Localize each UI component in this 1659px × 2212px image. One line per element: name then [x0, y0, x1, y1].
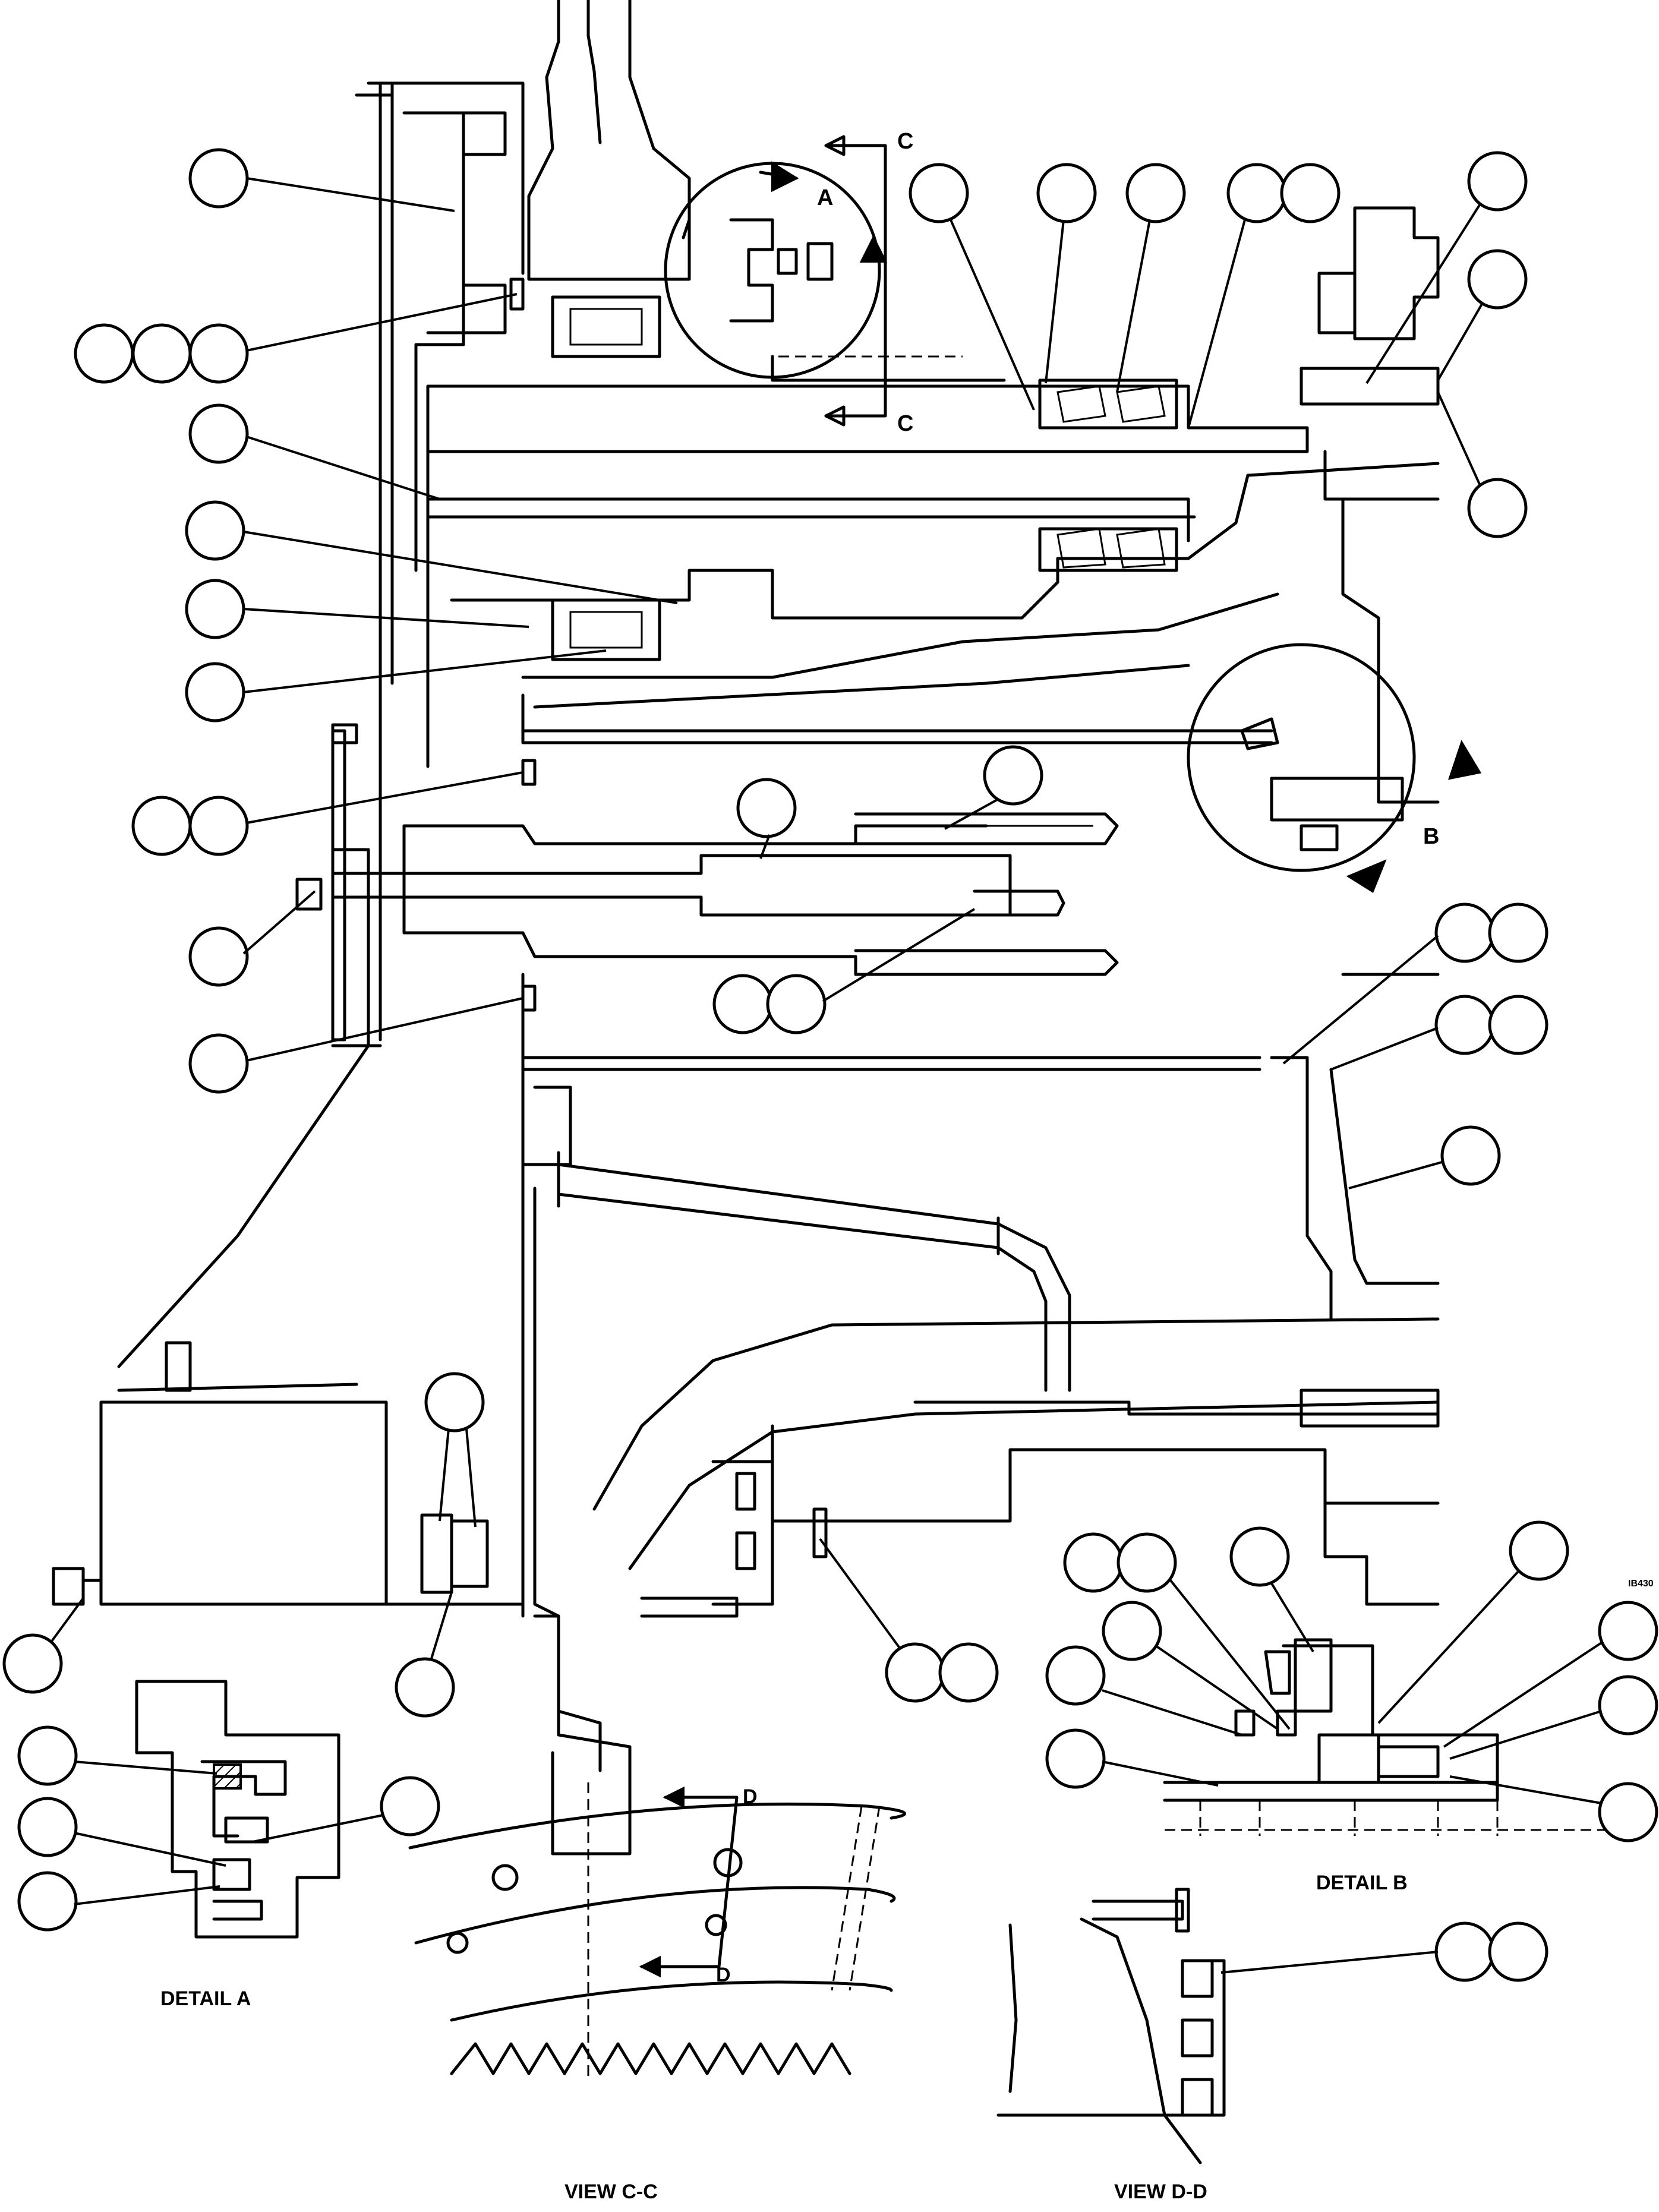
callout-bubble — [188, 403, 249, 464]
callout-bubble — [1125, 163, 1186, 223]
callout-bubble — [188, 796, 249, 856]
callout-bubble — [1598, 1601, 1658, 1661]
detail-b-marker-label: B — [1423, 824, 1439, 849]
callout-bubble — [1226, 163, 1287, 223]
callout-bubble — [938, 1642, 999, 1703]
callout-bubble — [1509, 1520, 1569, 1581]
callout-bubble — [131, 323, 192, 384]
callout-bubble — [188, 148, 249, 209]
callout-bubble — [1467, 249, 1528, 310]
callout-bubble — [395, 1657, 455, 1718]
view-dd-caption: VIEW D-D — [1114, 2181, 1207, 2203]
callout-bubble — [766, 974, 827, 1034]
callout-bubble — [1488, 903, 1548, 963]
section-c-bottom-label: C — [897, 411, 913, 436]
view-d-d: VIEW D-D — [996, 1888, 1548, 2203]
main-section — [52, 0, 1440, 1856]
callout-bubble — [1229, 1526, 1290, 1587]
drawing-code: IB430 — [1628, 1579, 1654, 1589]
section-d-top-label: D — [743, 1785, 758, 1808]
callout-bubble — [188, 323, 249, 384]
detail-b-caption: DETAIL B — [1316, 1872, 1408, 1894]
detail-a-marker-label: A — [817, 185, 833, 210]
callout-bubble — [1434, 995, 1495, 1055]
callout-bubble — [1488, 1921, 1548, 1982]
callout-bubble — [1063, 1532, 1124, 1593]
callout-bubble — [1434, 903, 1495, 963]
callout-bubble — [1116, 1532, 1177, 1593]
callout-bubble — [1036, 163, 1097, 223]
callout-bubble — [424, 1372, 485, 1432]
detail-a: DETAIL A — [17, 1680, 440, 2010]
callout-bubble — [380, 1776, 440, 1837]
seal-hatched — [213, 1763, 242, 1790]
callout-bubble — [1434, 1921, 1495, 1982]
callout-bubble — [885, 1642, 945, 1703]
callout-bubble — [1467, 478, 1528, 538]
callout-bubble — [17, 1725, 78, 1786]
callout-bubble — [909, 163, 969, 223]
callout-bubble — [188, 1033, 249, 1094]
callout-bubble — [185, 662, 245, 722]
callout-bubble — [1045, 1645, 1106, 1706]
tapered-bearing-top — [1038, 378, 1178, 430]
callout-bubble — [17, 1797, 78, 1857]
callout-bubble — [131, 796, 192, 856]
callout-bubble — [712, 974, 773, 1034]
callout-bubble — [736, 778, 797, 838]
section-arrow-c: C C A — [759, 129, 913, 436]
callout-bubble — [1488, 995, 1548, 1055]
callout-bubble — [2, 1633, 63, 1694]
callout-bubbles — [2, 148, 1548, 1718]
callout-bubble — [1045, 1728, 1106, 1789]
callout-bubble — [1280, 163, 1341, 223]
callout-bubble — [1598, 1782, 1658, 1842]
callout-bubble — [185, 500, 245, 561]
callout-bubble — [1102, 1601, 1162, 1661]
section-d-bottom-label: D — [716, 1964, 731, 1986]
detail-a-caption: DETAIL A — [160, 1987, 251, 2010]
roller-bearing-lower-left — [551, 598, 661, 661]
callout-bubble — [74, 323, 134, 384]
callout-bubble — [983, 745, 1043, 806]
callout-bubble — [17, 1871, 78, 1932]
detail-b: DETAIL B — [1045, 1520, 1658, 1894]
section-c-top-label: C — [897, 129, 913, 154]
callout-bubble — [1467, 151, 1528, 212]
detail-circle-b: B — [1187, 643, 1482, 893]
view-c-c: D D VIEW C-C — [408, 1782, 906, 2203]
view-cc-caption: VIEW C-C — [564, 2181, 658, 2203]
callout-bubble — [185, 579, 245, 639]
tapered-bearing-mid — [1038, 527, 1178, 572]
callout-bubble — [1598, 1675, 1658, 1735]
callout-bubble — [188, 926, 249, 987]
roller-bearing-upper-left — [551, 295, 661, 358]
callout-bubble — [1440, 1125, 1501, 1186]
